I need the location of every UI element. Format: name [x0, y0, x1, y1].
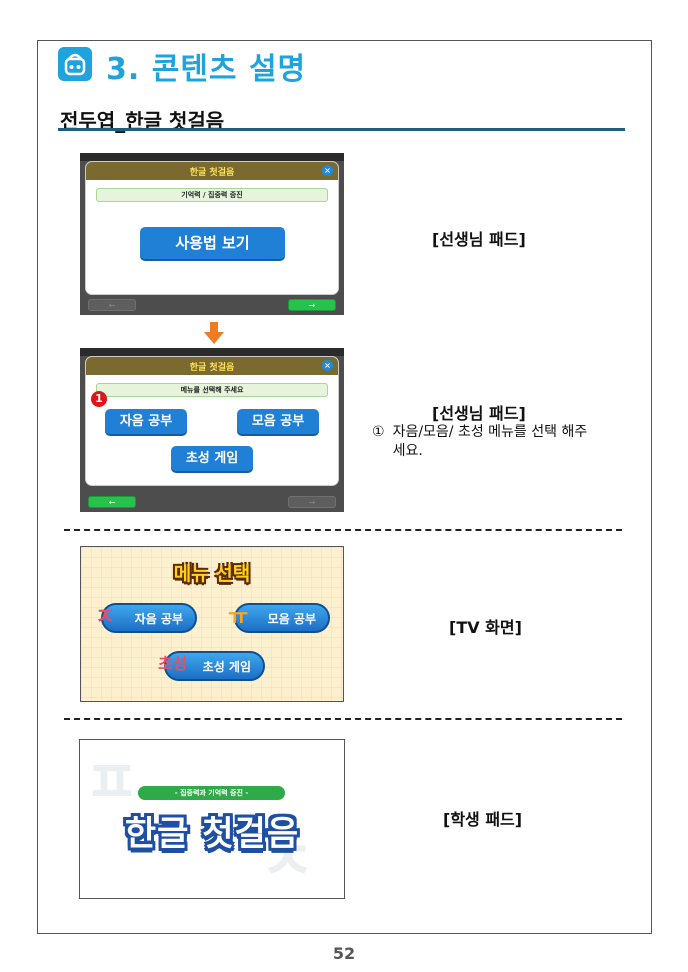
background-glyph-icon: ㅍ [84, 748, 140, 818]
teacher-pad-screenshot-2: 한글 첫걸음 × 메뉴를 선택해 주세요 자음 공부 모음 공부 초성 게임 1… [80, 348, 344, 512]
how-to-use-button[interactable]: 사용법 보기 [140, 227, 285, 259]
page-frame [37, 40, 652, 934]
info-banner: 메뉴를 선택해 주세요 [96, 383, 328, 397]
screen-top-strip [80, 348, 344, 356]
instruction-note: ① 자음/모음/ 초성 메뉴를 선택 해주세요. [372, 423, 593, 461]
feature-pill: - 집중력과 기억력 증진 - [138, 786, 285, 800]
close-button[interactable]: × [322, 360, 333, 371]
teacher-pad-caption-2: [선생님 패드] [432, 404, 526, 423]
arrow-down-icon [204, 322, 224, 344]
tv-menu-title: 메뉴 선택 [173, 563, 251, 585]
teacher-pad-caption-1: [선생님 패드] [432, 230, 526, 249]
vowel-study-button[interactable]: 모음 공부 [237, 409, 319, 434]
close-button[interactable]: × [322, 165, 333, 176]
info-banner: 기억력 / 집중력 증진 [96, 188, 328, 202]
tv-screen-caption: [TV 화면] [449, 618, 522, 637]
vowel-glyph-icon: ㅠ [228, 605, 249, 630]
note-number: ① [372, 424, 385, 440]
tv-initial-game-button[interactable]: 초성 초성 게임 [158, 651, 265, 681]
dialog-title: 한글 첫걸음 [189, 362, 235, 373]
dialog-title: 한글 첫걸음 [189, 167, 235, 178]
step-badge: 1 [91, 391, 107, 407]
dialog-header: 한글 첫걸음 [86, 162, 338, 180]
section-title: 3. 콘텐츠 설명 [106, 52, 307, 87]
tv-button-label: 자음 공부 [134, 611, 183, 626]
student-pad-caption: [학생 패드] [443, 810, 523, 829]
dialog-panel: 한글 첫걸음 × 기억력 / 집중력 증진 사용법 보기 [85, 161, 339, 295]
student-pad-screenshot: ㅍ ㅊ - 집중력과 기억력 증진 - 한글 첫걸음 [79, 739, 345, 899]
robot-icon [58, 47, 92, 81]
dialog-panel: 한글 첫걸음 × 메뉴를 선택해 주세요 자음 공부 모음 공부 초성 게임 [85, 356, 339, 486]
page-number: 52 [332, 944, 356, 963]
consonant-glyph-icon: ㅈ [95, 605, 116, 630]
initial-consonant-game-button[interactable]: 초성 게임 [171, 446, 253, 471]
app-logo-title: 한글 첫걸음 [124, 814, 300, 854]
dialog-header: 한글 첫걸음 [86, 357, 338, 375]
next-button[interactable]: → [288, 299, 336, 311]
tv-button-label: 모음 공부 [267, 611, 316, 626]
consonant-study-button[interactable]: 자음 공부 [105, 409, 187, 434]
next-button[interactable]: → [288, 496, 336, 508]
screen-top-strip [80, 153, 344, 161]
prev-button[interactable]: ← [88, 496, 136, 508]
prev-button[interactable]: ← [88, 299, 136, 311]
tv-button-label: 초성 게임 [202, 659, 251, 674]
initial-glyph-icon: 초성 [158, 654, 188, 673]
subtitle-underline [58, 128, 625, 131]
dashed-divider [64, 529, 622, 531]
teacher-pad-screenshot-1: 한글 첫걸음 × 기억력 / 집중력 증진 사용법 보기 ← → [80, 153, 344, 315]
tv-vowel-button[interactable]: ㅠ 모음 공부 [228, 603, 330, 633]
tv-screen-screenshot: 메뉴 선택 ㅈ 자음 공부 ㅠ 모음 공부 초성 초성 게임 [80, 546, 344, 702]
dashed-divider [64, 718, 622, 720]
background-glyph-icon: ㅊ [260, 824, 316, 894]
tv-consonant-button[interactable]: ㅈ 자음 공부 [95, 603, 197, 633]
note-text: 자음/모음/ 초성 메뉴를 선택 해주세요. [392, 424, 588, 459]
